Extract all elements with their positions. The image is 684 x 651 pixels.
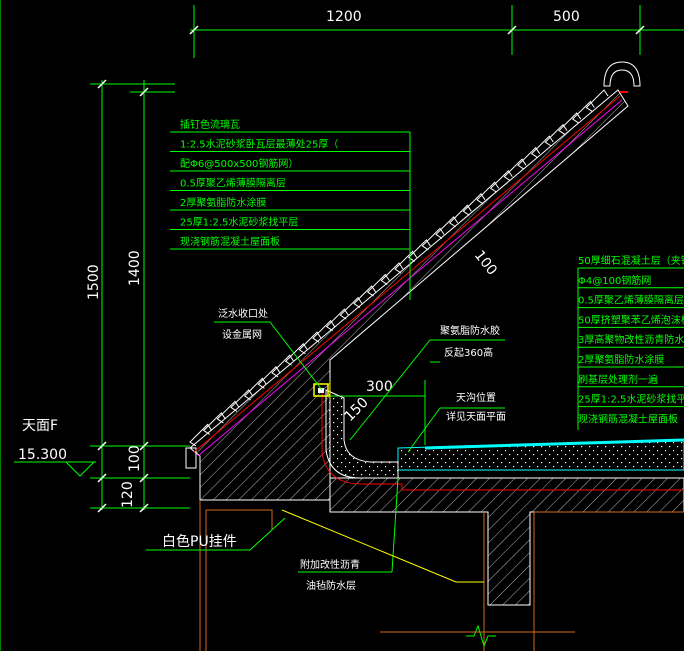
roof-tile [380,262,404,285]
roof-tile [544,123,568,147]
dim-gutter-300: 300 [366,379,393,395]
roof-layer-text: 配Φ6@500x500钢筋网） [180,157,298,170]
dim-left-1500: 1500 [86,264,102,300]
roof-layer-callout: 插钉色流璃瓦 1:2.5水泥砂浆卧瓦层最薄处25厚（ 配Φ6@500x500钢筋网）… [170,118,411,300]
note-drain-2: 设金属网 [222,328,262,341]
note-gutter-2: 详见天面平面 [446,410,506,423]
roof-tile [243,377,267,401]
roof-tile [216,400,240,424]
elevation-name: 天面F [22,418,58,434]
roof-layer-text: 插钉色流璃瓦 [180,118,240,131]
flat-layer-text: 50厚挤塑聚苯乙烯泡沫板 [578,313,684,326]
flat-layer-text: 3厚高聚物改性沥青防水 [578,333,684,346]
note-membrane-1: 聚氨脂防水胶 [440,324,500,337]
gutter [325,389,399,479]
note-gutter-1: 天沟位置 [456,391,496,404]
flat-layer-text: 25厚1:2.5水泥砂浆找平层 [578,393,684,406]
roof-tile [571,100,595,124]
roof-tile [407,239,431,262]
roof-tile [585,89,609,112]
dim-top-500: 500 [553,9,580,25]
roof-tile [435,216,459,239]
ridge-cap [603,61,641,87]
dim-gutter-150: 150 [342,395,372,425]
flat-layer-callout: 50厚细石混凝土层（夹钢 Φ4@100钢筋网 0.5厚聚乙烯薄膜隔离层 50厚挤塑聚苯… [577,254,684,430]
roof-tile [202,412,226,435]
note-add-2: 油毡防水层 [306,579,356,592]
roof-layer-text: 25厚1:2.5水泥砂浆找平层 [180,216,298,229]
flat-slab [329,477,684,606]
roof-tile [462,193,486,216]
roof-tile [421,227,445,251]
roof-tile [448,204,472,228]
dim-left-100: 100 [127,445,143,472]
drain-box [313,383,329,397]
dim-left-1400: 1400 [127,250,143,286]
flat-layer-text: 0.5厚聚乙烯薄膜隔离层 [578,294,684,307]
flat-layer-text: Φ4@100钢筋网 [578,274,651,287]
flat-layer-text: 刷基层处理剂一遍 [578,373,658,386]
flat-layer-text: 2厚聚氨脂防水涂膜 [578,353,664,366]
roof-tile [489,169,513,193]
roof-tile [271,354,295,378]
note-pu: 白色PU挂件 [162,533,237,550]
dim-slope-100: 100 [471,248,500,279]
roof-tile [517,146,541,170]
roof-tile [558,112,582,136]
note-leaders [146,321,505,583]
roof-tile [366,273,390,297]
roof-layer-text: 0.5厚聚乙烯薄膜隔离层 [180,177,286,190]
note-membrane-2: 反起360高 [444,346,493,359]
roof-tile [394,250,418,274]
break-mark [466,624,496,648]
roof-tile [298,331,322,355]
note-add-1: 附加改性沥青 [300,558,360,571]
roof-tiles [189,89,609,447]
roof-tile [312,319,336,343]
roof-tile [530,135,554,159]
roof-tile [230,389,254,412]
roof-tile [339,296,363,320]
dim-top-1200: 1200 [326,9,362,25]
roof-structure [185,89,684,606]
elevation-value: 15.300 [18,447,67,463]
roof-tile [476,181,500,205]
elevation-triangle [65,461,95,477]
dim-left-120: 120 [120,481,136,508]
flat-layer-text: 50厚细石混凝土层（夹钢 [578,254,684,267]
roof-tile [284,342,308,366]
note-drain-1: 泛水收口处 [218,307,268,320]
roof-tile [503,158,527,182]
roof-tile [325,308,349,332]
dimension-ticks [97,25,645,513]
roof-tile [353,285,377,309]
flat-layer-text: 现浇钢筋混凝土屋面板 [578,412,678,425]
roof-tile [257,366,281,389]
fascia [185,447,197,469]
roof-tile [189,423,213,447]
roof-layer-text: 1:2.5水泥砂浆卧瓦层最薄处25厚（ [180,138,338,151]
elevation-marker: 天面F 15.300 [14,418,96,477]
roof-layer-text: 2厚聚氨脂防水涂膜 [180,196,266,209]
roof-layer-text: 现浇钢筋混凝土屋面板 [180,235,280,248]
